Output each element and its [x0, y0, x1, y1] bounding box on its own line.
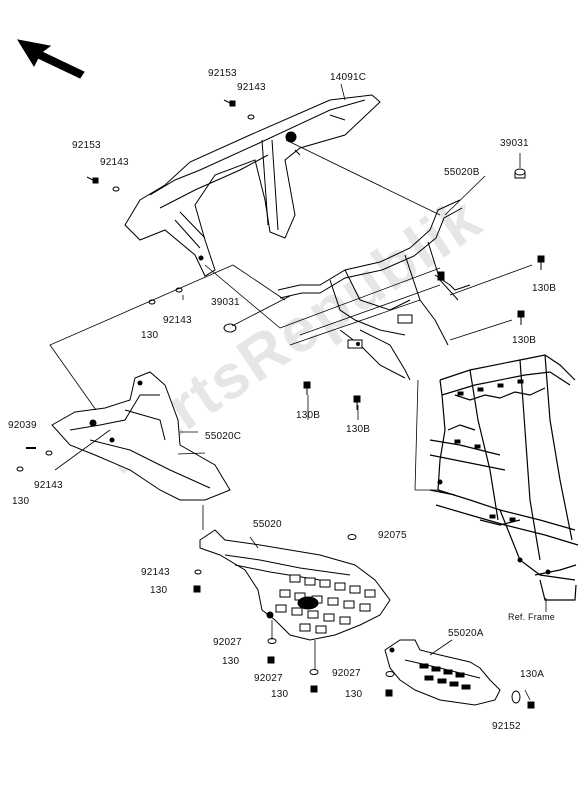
label-92153-a: 92153: [208, 68, 237, 79]
label-14091C: 14091C: [330, 72, 367, 83]
leader-lines: [49, 83, 547, 701]
label-92143-b: 92143: [100, 157, 129, 168]
label-92152: 92152: [492, 721, 521, 732]
label-130-d: 130: [222, 656, 240, 667]
label-92075: 92075: [378, 530, 407, 541]
label-39031-a: 39031: [500, 138, 529, 149]
label-130B-a: 130B: [532, 283, 557, 294]
ref-frame-label: Ref. Frame: [508, 612, 556, 622]
plug-39031-b: [223, 323, 237, 333]
label-92027-a: 92027: [213, 637, 242, 648]
label-39031-b: 39031: [211, 297, 240, 308]
plug-39031-a: [514, 168, 526, 176]
label-92153-b: 92153: [72, 140, 101, 151]
label-92039: 92039: [8, 420, 37, 431]
skid-plate-55020A: [384, 639, 501, 706]
label-92027-c: 92027: [332, 668, 361, 679]
label-130-a: 130: [141, 330, 159, 341]
label-55020: 55020: [253, 519, 282, 530]
label-130B-d: 130B: [346, 424, 371, 435]
frame-detail-marks: [437, 379, 551, 575]
label-130A: 130A: [520, 669, 545, 680]
label-130B-b: 130B: [512, 335, 537, 346]
label-92143-c: 92143: [163, 315, 192, 326]
label-55020B: 55020B: [444, 167, 480, 178]
label-130-c: 130: [150, 585, 168, 596]
front-direction-arrow-icon: [16, 39, 85, 79]
fasteners: [16, 99, 545, 709]
main-frame-reference: [429, 354, 579, 601]
skid-plate-55020C: [51, 371, 231, 501]
label-130-b: 130: [12, 496, 30, 507]
front-frame-55020B: [277, 199, 471, 381]
front-guard-14091C: [124, 94, 381, 277]
label-55020C: 55020C: [205, 431, 242, 442]
label-92143-d: 92143: [34, 480, 63, 491]
label-130B-c: 130B: [296, 410, 321, 421]
label-92143-a: 92143: [237, 82, 266, 93]
label-55020A: 55020A: [448, 628, 484, 639]
label-130-f: 130: [345, 689, 363, 700]
label-92027-b: 92027: [254, 673, 283, 684]
skid-plate-55020: [199, 529, 391, 641]
label-92143-e: 92143: [141, 567, 170, 578]
label-130-e: 130: [271, 689, 289, 700]
